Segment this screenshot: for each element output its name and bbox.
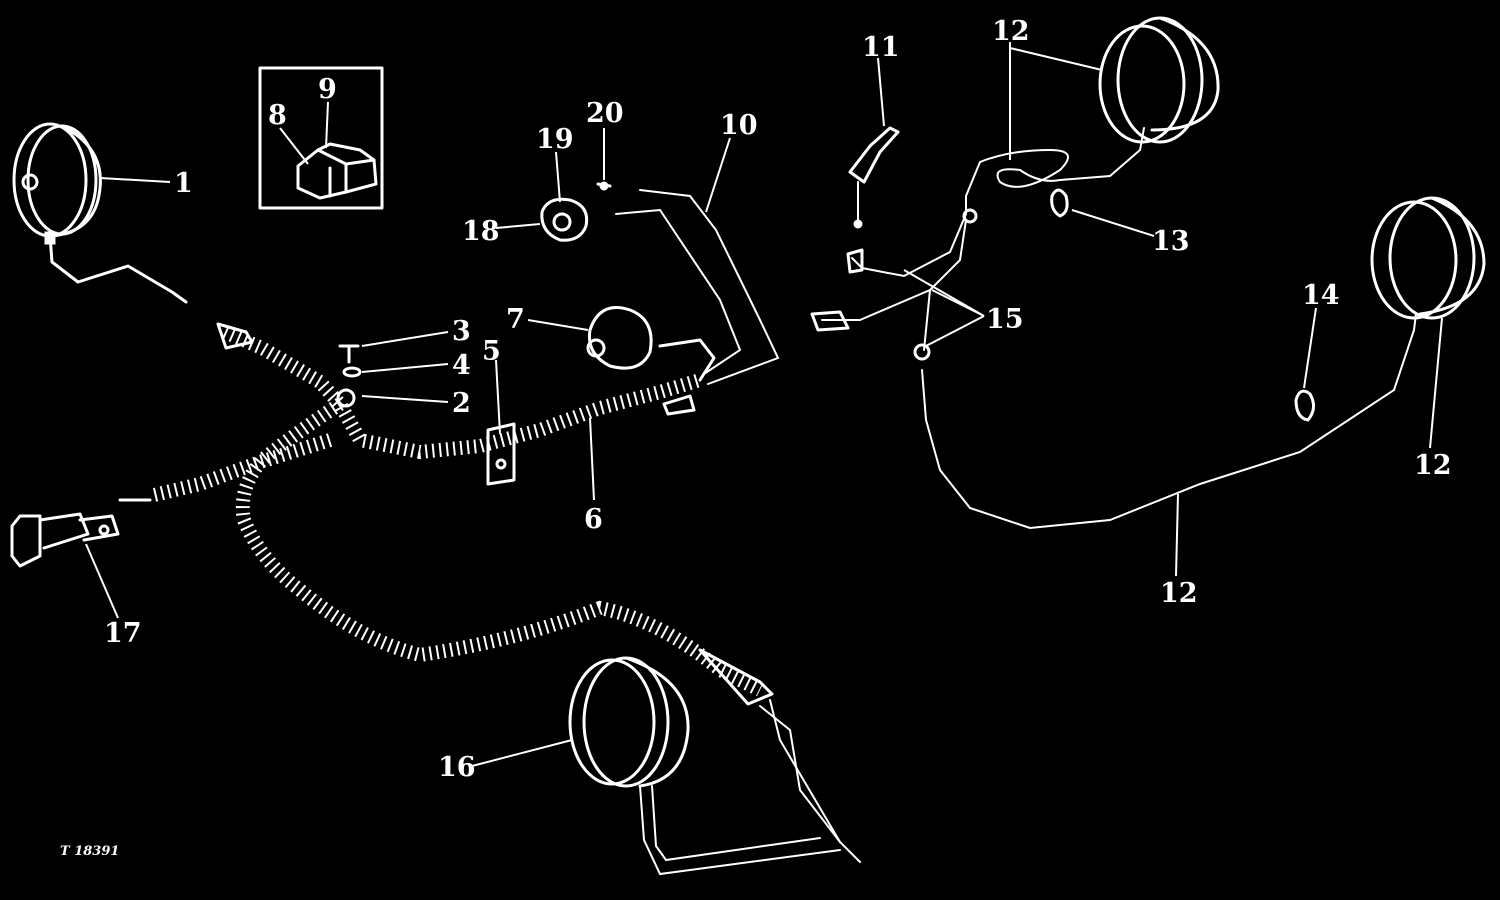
- callout-17: 17: [104, 618, 142, 649]
- leader-lines: [85, 42, 1443, 767]
- hardware-2-3-4: [336, 344, 362, 408]
- callout-16: 16: [438, 752, 476, 783]
- switch-18-19: [540, 181, 780, 385]
- callout-7: 7: [506, 304, 525, 335]
- callout-4: 4: [452, 350, 471, 381]
- callout-1: 1: [174, 168, 193, 199]
- lamp-12-right: [921, 196, 1486, 530]
- figure-number: T 18391: [60, 844, 119, 859]
- callout-15: 15: [986, 304, 1024, 335]
- lamp-16: [568, 656, 841, 876]
- callout-14: 14: [1302, 280, 1340, 311]
- callout-12-right: 12: [1414, 450, 1452, 481]
- callout-18: 18: [462, 216, 500, 247]
- callout-13: 13: [1152, 226, 1190, 257]
- lamp-12-upper: [1059, 16, 1220, 181]
- callout-2: 2: [452, 388, 471, 419]
- callout-6: 6: [584, 504, 603, 535]
- wire-loop-15: [810, 148, 1069, 361]
- lamp-1: [12, 122, 188, 304]
- clip-13: [1050, 188, 1069, 218]
- relay-7: [586, 306, 716, 416]
- fuse-box-inset: [258, 66, 384, 210]
- callout-3: 3: [452, 316, 471, 347]
- bracket-5: [486, 422, 516, 486]
- callout-8: 8: [268, 100, 287, 131]
- callout-12-top: 12: [992, 16, 1030, 47]
- callout-9: 9: [318, 74, 337, 105]
- connector-17: [10, 512, 120, 568]
- wiring-harness: [118, 322, 861, 863]
- clip-11: [848, 126, 900, 229]
- callout-10: 10: [720, 110, 758, 141]
- callout-12-bottom: 12: [1160, 578, 1198, 609]
- clip-14: [1294, 389, 1315, 422]
- callout-11: 11: [862, 32, 900, 63]
- callout-20: 20: [586, 98, 624, 129]
- callout-19: 19: [536, 124, 574, 155]
- callout-5: 5: [482, 336, 501, 367]
